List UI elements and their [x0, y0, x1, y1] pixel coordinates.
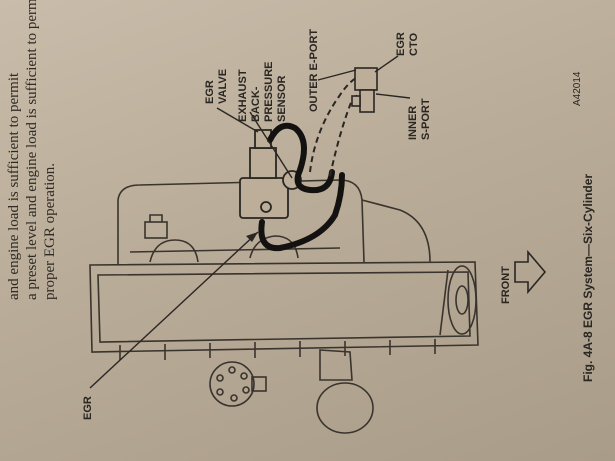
figure-caption: Fig. 4A-8 EGR System—Six-Cylinder	[581, 174, 595, 382]
vacuum-hoses	[258, 122, 345, 252]
svg-text:FRONT: FRONT	[500, 266, 512, 304]
egr-valve-body	[239, 129, 302, 219]
paragraph-line-1: and engine load is sufficient to permit	[6, 72, 22, 300]
front-label: FRONT	[500, 266, 512, 304]
exhaust-sensor-label-line-1: EXHAUST	[237, 69, 249, 122]
figure-code-label: A42014	[572, 71, 583, 106]
egr-cto-label-line-2: CTO	[408, 33, 420, 56]
egr-cto-label: EGR CTO	[395, 32, 420, 56]
leader-lines	[89, 55, 411, 389]
egr-cto-label-line-1: EGR	[395, 32, 407, 56]
paragraph-line-2: a preset level and engine load is suffic…	[24, 0, 40, 300]
egr-valve-label-line-1: EGR	[204, 80, 216, 104]
egr-valve-label-line-2: VALVE	[217, 69, 229, 104]
thermostat-housing	[144, 214, 168, 239]
svg-text:A42014: A42014	[572, 71, 583, 106]
svg-text:Fig. 4A-8 EGR System—Six-Cyli: Fig. 4A-8 EGR System—Six-Cylinder	[581, 174, 595, 382]
paragraph-line-3: proper EGR operation.	[42, 163, 58, 300]
egr-cto-switch	[351, 67, 378, 113]
inner-sport-label-line-1: INNER	[407, 106, 419, 140]
inner-sport-label-line-2: S-PORT	[420, 98, 432, 140]
egr-arrowhead	[246, 232, 258, 242]
egr-label: EGR	[82, 396, 94, 420]
inner-sport-label: INNER S-PORT	[407, 98, 432, 140]
paragraph-text: and engine load is sufficient to permit …	[6, 0, 58, 300]
exhaust-sensor-label-line-3: PRESSURE	[263, 61, 275, 122]
distributor-icon	[209, 361, 267, 407]
svg-text:EGR: EGR	[82, 396, 94, 420]
front-arrow	[514, 249, 547, 295]
svg-text:OUTER E-PORT: OUTER E-PORT	[308, 29, 320, 112]
outer-eport-label: OUTER E-PORT	[308, 29, 320, 112]
egr-valve-label: EGR VALVE	[204, 69, 229, 104]
exhaust-sensor-label-line-2: BACK-	[250, 86, 262, 122]
exhaust-sensor-label-line-4: SENSOR	[276, 75, 288, 122]
exhaust-sensor-label: EXHAUST BACK- PRESSURE SENSOR	[237, 61, 288, 122]
